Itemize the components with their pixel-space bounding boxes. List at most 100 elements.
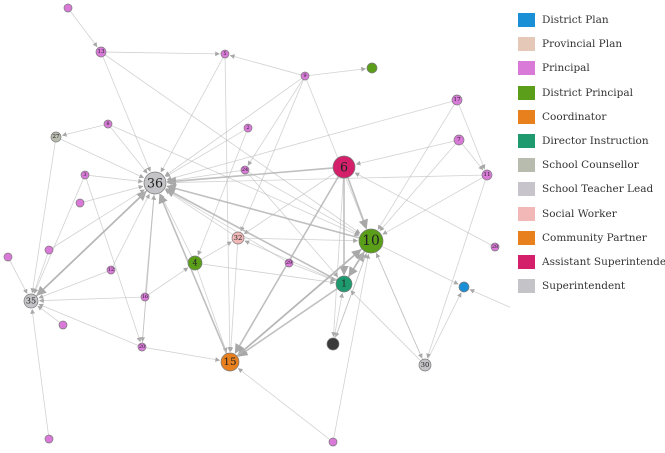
node-circle bbox=[44, 434, 54, 444]
node-circle bbox=[3, 252, 13, 262]
edge-n24-n10 bbox=[248, 171, 360, 235]
node-n7: 7 bbox=[453, 134, 465, 146]
edge-n11-n30 bbox=[426, 179, 486, 359]
node-circle bbox=[300, 71, 310, 81]
node-circle bbox=[326, 337, 340, 351]
node-circle bbox=[63, 3, 73, 13]
node-circle bbox=[75, 198, 85, 208]
node-circle bbox=[243, 123, 253, 133]
node-circle bbox=[106, 265, 116, 275]
node-label: 32 bbox=[234, 234, 243, 242]
legend-label: Coordinator bbox=[542, 110, 607, 123]
node-label: 3 bbox=[83, 172, 86, 178]
legend-swatch bbox=[518, 182, 535, 197]
edge-n12-n35 bbox=[38, 271, 108, 299]
legend-swatch bbox=[518, 13, 535, 28]
node-circle bbox=[23, 293, 39, 309]
legend-label: Community Partner bbox=[542, 231, 647, 244]
node-label: 15 bbox=[223, 356, 236, 368]
node-n36: 36 bbox=[143, 171, 167, 195]
node-circle bbox=[481, 169, 493, 181]
edge-n28-n6 bbox=[354, 172, 492, 246]
node-circle bbox=[328, 437, 338, 447]
edge-n4-n15 bbox=[196, 269, 228, 353]
node-circle bbox=[58, 320, 68, 330]
node-circle bbox=[44, 245, 54, 255]
edge-n3-n35 bbox=[33, 178, 84, 294]
node-n2: 2 bbox=[243, 123, 253, 133]
edge-n13-n10 bbox=[104, 54, 361, 234]
node-n5: 5 bbox=[220, 49, 230, 59]
node-circle bbox=[418, 358, 432, 372]
node-label: 11 bbox=[483, 172, 490, 178]
edge-n32-n15 bbox=[228, 243, 239, 353]
legend-item: Community Partner bbox=[518, 226, 663, 250]
edge-n2-n36 bbox=[165, 129, 245, 177]
legend-swatch bbox=[518, 206, 535, 221]
legend-label: School Counsellor bbox=[542, 159, 639, 172]
edge-n5-n36 bbox=[160, 57, 224, 173]
edge-n20-n35 bbox=[38, 303, 139, 346]
legend-item: School Teacher Lead bbox=[518, 177, 663, 201]
node-nP4 bbox=[58, 320, 68, 330]
node-label: 12 bbox=[108, 267, 114, 273]
edge-nP3-n35 bbox=[9, 260, 28, 294]
node-circle bbox=[451, 94, 463, 106]
node-circle bbox=[458, 281, 470, 293]
node-n9: 9 bbox=[300, 71, 310, 81]
legend-swatch bbox=[518, 254, 535, 269]
edge-nP6-n15 bbox=[237, 368, 331, 440]
legend-item: District Principal bbox=[518, 81, 663, 105]
edge-n17-n36 bbox=[166, 100, 453, 181]
node-circle bbox=[95, 46, 107, 58]
node-n13: 13 bbox=[95, 46, 107, 58]
edge-n36-n20 bbox=[140, 193, 155, 342]
edge-n5-n15 bbox=[224, 57, 233, 352]
edge-n17-n10 bbox=[377, 104, 455, 230]
edge-n17-n11 bbox=[458, 104, 486, 170]
node-n15: 15 bbox=[220, 352, 240, 372]
node-circle bbox=[284, 258, 294, 268]
node-label: 10 bbox=[362, 233, 380, 249]
node-n10: 10 bbox=[358, 228, 384, 254]
node-n16: 16 bbox=[140, 292, 150, 302]
node-nG1 bbox=[366, 62, 378, 74]
edge-nP1-n13 bbox=[70, 10, 98, 48]
edge-nP2-n36 bbox=[52, 189, 145, 249]
legend-swatch bbox=[518, 61, 535, 76]
edge-n4-n1 bbox=[201, 263, 336, 285]
node-nP5 bbox=[75, 198, 85, 208]
node-n11: 11 bbox=[481, 169, 493, 181]
node-n6: 6 bbox=[332, 155, 356, 179]
edge-n7-n11 bbox=[461, 143, 484, 171]
edge-n30-n1 bbox=[350, 290, 422, 362]
legend-item: District Plan bbox=[518, 8, 663, 32]
node-label: 7 bbox=[457, 137, 461, 143]
node-circle bbox=[332, 155, 356, 179]
edge-n20-n15 bbox=[145, 347, 221, 362]
node-circle bbox=[137, 342, 147, 352]
legend-swatch bbox=[518, 230, 535, 245]
node-circle bbox=[358, 228, 384, 254]
node-label: 36 bbox=[147, 176, 163, 191]
edge-n30-nDP bbox=[427, 292, 462, 360]
legend-label: Principal bbox=[542, 62, 590, 75]
node-circle bbox=[103, 119, 113, 129]
node-circle bbox=[140, 292, 150, 302]
legend-swatch bbox=[518, 37, 535, 52]
legend-swatch bbox=[518, 279, 535, 294]
edge-n10-n36 bbox=[166, 183, 360, 239]
legend-item: School Counsellor bbox=[518, 153, 663, 177]
node-circle bbox=[490, 242, 500, 252]
node-nP1 bbox=[63, 3, 73, 13]
edge-n6-nBK bbox=[331, 177, 344, 337]
node-label: 17 bbox=[453, 97, 461, 103]
edge-nP7-n35 bbox=[30, 308, 49, 436]
node-nP3 bbox=[3, 252, 13, 262]
node-label: 29 bbox=[286, 260, 292, 266]
legend-item: Provincial Plan bbox=[518, 32, 663, 56]
node-n17: 17 bbox=[451, 94, 463, 106]
node-circle bbox=[187, 255, 203, 271]
